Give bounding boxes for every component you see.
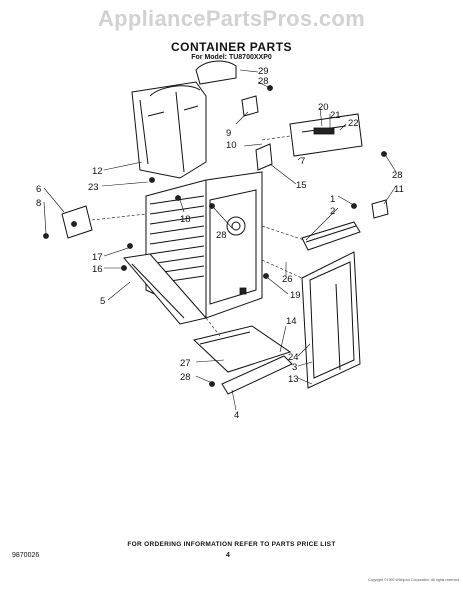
top-panel	[195, 60, 237, 85]
callout-19: 19	[290, 290, 301, 301]
callout-6: 6	[36, 184, 41, 195]
callout-28c: 28	[216, 230, 227, 241]
callout-22: 22	[348, 118, 359, 129]
callout-3: 3	[292, 362, 297, 373]
callout-15: 15	[296, 180, 307, 191]
callout-9: 9	[226, 128, 231, 139]
kick-trim	[221, 355, 293, 395]
ordering-info-footer: FOR ORDERING INFORMATION REFER TO PARTS …	[127, 541, 336, 548]
cam-bracket	[255, 143, 273, 171]
callout-12: 12	[92, 166, 103, 177]
drawer-front-panel	[301, 251, 361, 389]
model-subtitle: For Model: TU8700XXP0	[191, 54, 272, 61]
switch-bracket	[241, 95, 259, 117]
document-number: 9870026	[12, 552, 40, 559]
callout-10: 10	[226, 140, 237, 151]
callout-4: 4	[234, 410, 239, 421]
callout-21: 21	[330, 110, 341, 121]
drawer-handle	[301, 221, 361, 251]
callout-28: 28	[258, 76, 269, 87]
page-number: 4	[226, 552, 230, 559]
callout-20: 20	[318, 102, 329, 113]
leader-lines	[43, 69, 397, 411]
callout-28d: 28	[180, 372, 191, 383]
control-rail	[289, 113, 363, 157]
page-title: CONTAINER PARTS	[170, 40, 293, 54]
container-liner	[131, 81, 207, 179]
callout-23: 23	[88, 182, 99, 193]
explode-lines	[91, 135, 305, 337]
callout-14: 14	[286, 316, 297, 327]
callout-18: 18	[180, 214, 191, 225]
callout-28b: 28	[392, 170, 403, 181]
callout-17: 17	[92, 252, 103, 263]
callout-27: 27	[180, 358, 191, 369]
latch	[371, 199, 389, 219]
callout-16: 16	[92, 264, 103, 275]
callout-24: 24	[288, 352, 299, 363]
callout-2: 2	[330, 206, 335, 217]
callout-26: 26	[282, 274, 293, 285]
callout-13: 13	[288, 374, 299, 385]
callout-8: 8	[36, 198, 41, 209]
copyright-notice: Copyright ©1990 Whirlpool Corporation. A…	[368, 578, 460, 582]
hinge-bracket	[61, 205, 93, 239]
callout-29: 29	[258, 66, 269, 77]
callout-labels: 29 28 20 21 22 9 10 7 15 28 11 12 23 6 8…	[36, 66, 404, 421]
callout-5: 5	[100, 296, 105, 307]
callout-1: 1	[330, 194, 335, 205]
callout-7: 7	[300, 156, 305, 167]
watermark: AppliancePartsPros.com	[97, 6, 366, 31]
callout-11: 11	[394, 184, 404, 195]
